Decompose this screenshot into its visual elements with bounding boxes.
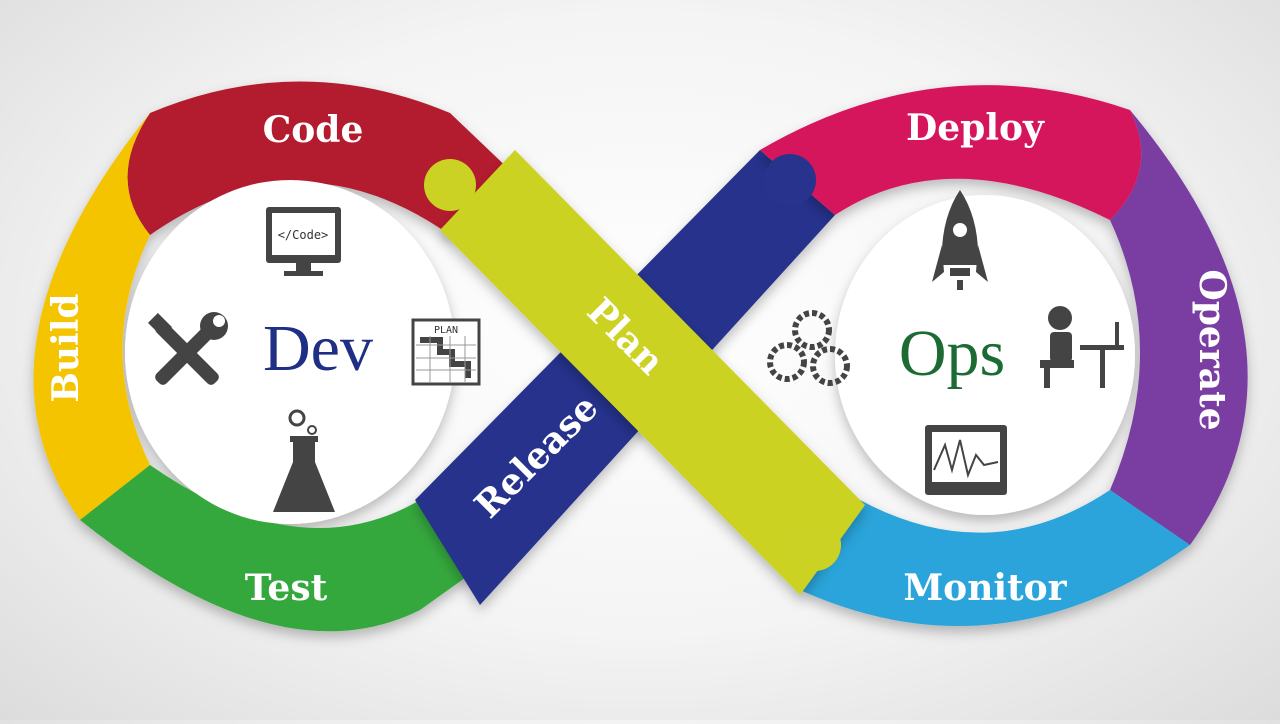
dev-loop: [33, 81, 515, 632]
flask-icon: [273, 409, 335, 512]
build-segment: [33, 113, 151, 520]
monitor-label: Monitor: [903, 567, 1067, 609]
svg-text:</Code>: </Code>: [278, 228, 329, 242]
deploy-label: Deploy: [906, 107, 1045, 149]
ops-loop: [760, 85, 1248, 626]
tools-icon: [147, 312, 228, 385]
dev-title: Dev: [263, 312, 373, 385]
build-label: Build: [45, 293, 87, 402]
analytics-monitor-icon: [925, 425, 1007, 495]
plan-board-icon: PLAN: [411, 318, 481, 386]
code-segment: [127, 81, 515, 235]
gears-icon: [767, 310, 850, 386]
deploy-segment: [760, 85, 1142, 220]
dev-inner: [125, 180, 455, 524]
test-label: Test: [245, 567, 328, 609]
code-label: Code: [263, 109, 364, 151]
test-segment: [80, 465, 490, 632]
ops-inner: [835, 195, 1135, 515]
svg-text:PLAN: PLAN: [434, 325, 458, 336]
code-monitor-icon: </Code>: [266, 207, 341, 276]
monitor-segment: [800, 490, 1190, 626]
rocket-icon: [932, 190, 988, 290]
release-puzzle-knob: [764, 154, 816, 206]
plan-band: [440, 150, 865, 595]
operate-label: Operate: [1191, 269, 1233, 430]
plan-puzzle-knob-bottom: [789, 519, 841, 571]
ops-title: Ops: [899, 317, 1005, 390]
plan-puzzle-knob: [424, 159, 476, 211]
operate-segment: [1110, 110, 1248, 545]
person-desk-icon: [1040, 306, 1124, 388]
